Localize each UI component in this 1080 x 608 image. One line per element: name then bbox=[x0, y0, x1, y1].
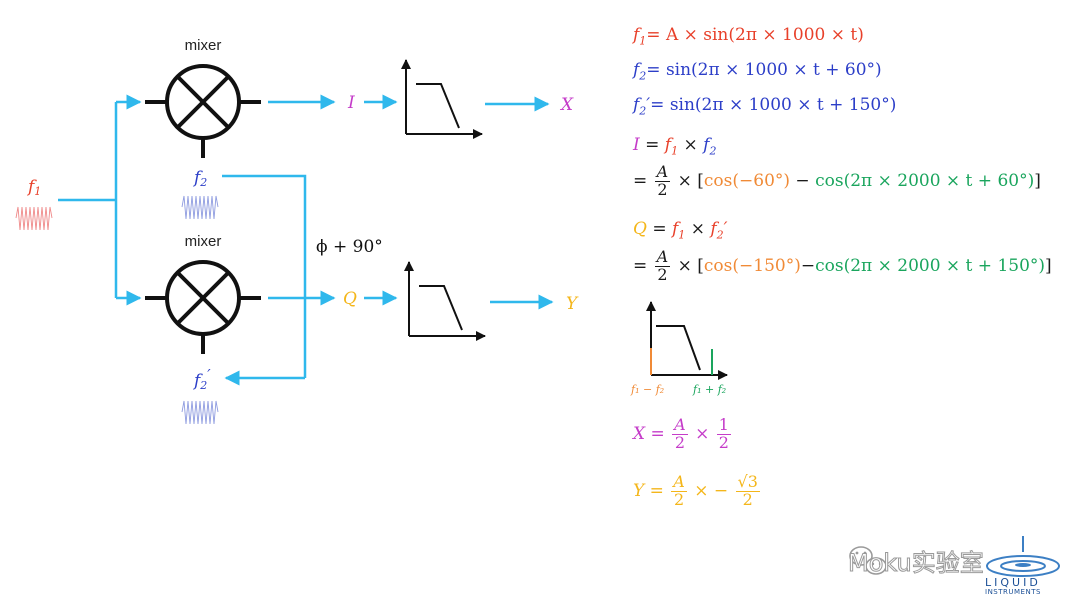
equation-f1: f1= A × sin(2π × 1000 × t) bbox=[633, 25, 864, 48]
q-label: Q bbox=[343, 289, 357, 309]
q-channel: Q Y bbox=[268, 261, 579, 341]
i-label: I bbox=[347, 93, 355, 113]
liquid-instruments-logo-text: LIQUID INSTRUMENTS bbox=[985, 576, 1041, 596]
f2-oscillator: f2 ϕ + 90° bbox=[181, 168, 383, 386]
f2-prime-waveform-icon bbox=[181, 400, 219, 425]
lowpass-filter-bottom-icon bbox=[404, 261, 486, 341]
y-output-label: Y bbox=[566, 294, 579, 314]
equation-q: Q = f1 × f2′ bbox=[633, 219, 728, 242]
equation-f2: f2= sin(2π × 1000 × t + 60°) bbox=[633, 60, 882, 83]
f2-waveform-icon bbox=[181, 195, 219, 220]
f2-prime-label: f2′ bbox=[192, 366, 211, 392]
sum-frequency-label: f₁ + f₂ bbox=[692, 383, 726, 396]
f2-prime-oscillator: f2′ bbox=[181, 366, 219, 425]
equation-f2-prime: f2′= sin(2π × 1000 × t + 150°) bbox=[633, 95, 897, 118]
mixer-bottom: mixer bbox=[145, 233, 261, 354]
i-channel: I X bbox=[268, 59, 574, 139]
mixer-top: mixer bbox=[145, 37, 261, 158]
spectrum-sketch: f₁ − f₂ f₁ + f₂ bbox=[630, 301, 728, 396]
phase-shift-path bbox=[222, 174, 307, 378]
input-signal: f1 bbox=[15, 94, 142, 306]
mixer-top-label: mixer bbox=[185, 37, 222, 54]
f1-label: f1 bbox=[26, 177, 41, 198]
phase-shift-label: ϕ + 90° bbox=[316, 237, 383, 257]
watermark-text: Moku实验室 bbox=[848, 549, 985, 578]
f1-waveform-icon bbox=[15, 206, 53, 231]
equation-i: I = f1 × f2 bbox=[633, 135, 717, 158]
diff-frequency-label: f₁ − f₂ bbox=[630, 383, 664, 396]
mixer-bottom-label: mixer bbox=[185, 233, 222, 250]
liquid-instruments-logo-icon bbox=[986, 536, 1060, 577]
wechat-icon bbox=[849, 546, 887, 575]
lowpass-filter-top-icon bbox=[401, 59, 483, 139]
f2-label: f2 bbox=[192, 168, 207, 189]
x-output-label: X bbox=[559, 95, 574, 115]
